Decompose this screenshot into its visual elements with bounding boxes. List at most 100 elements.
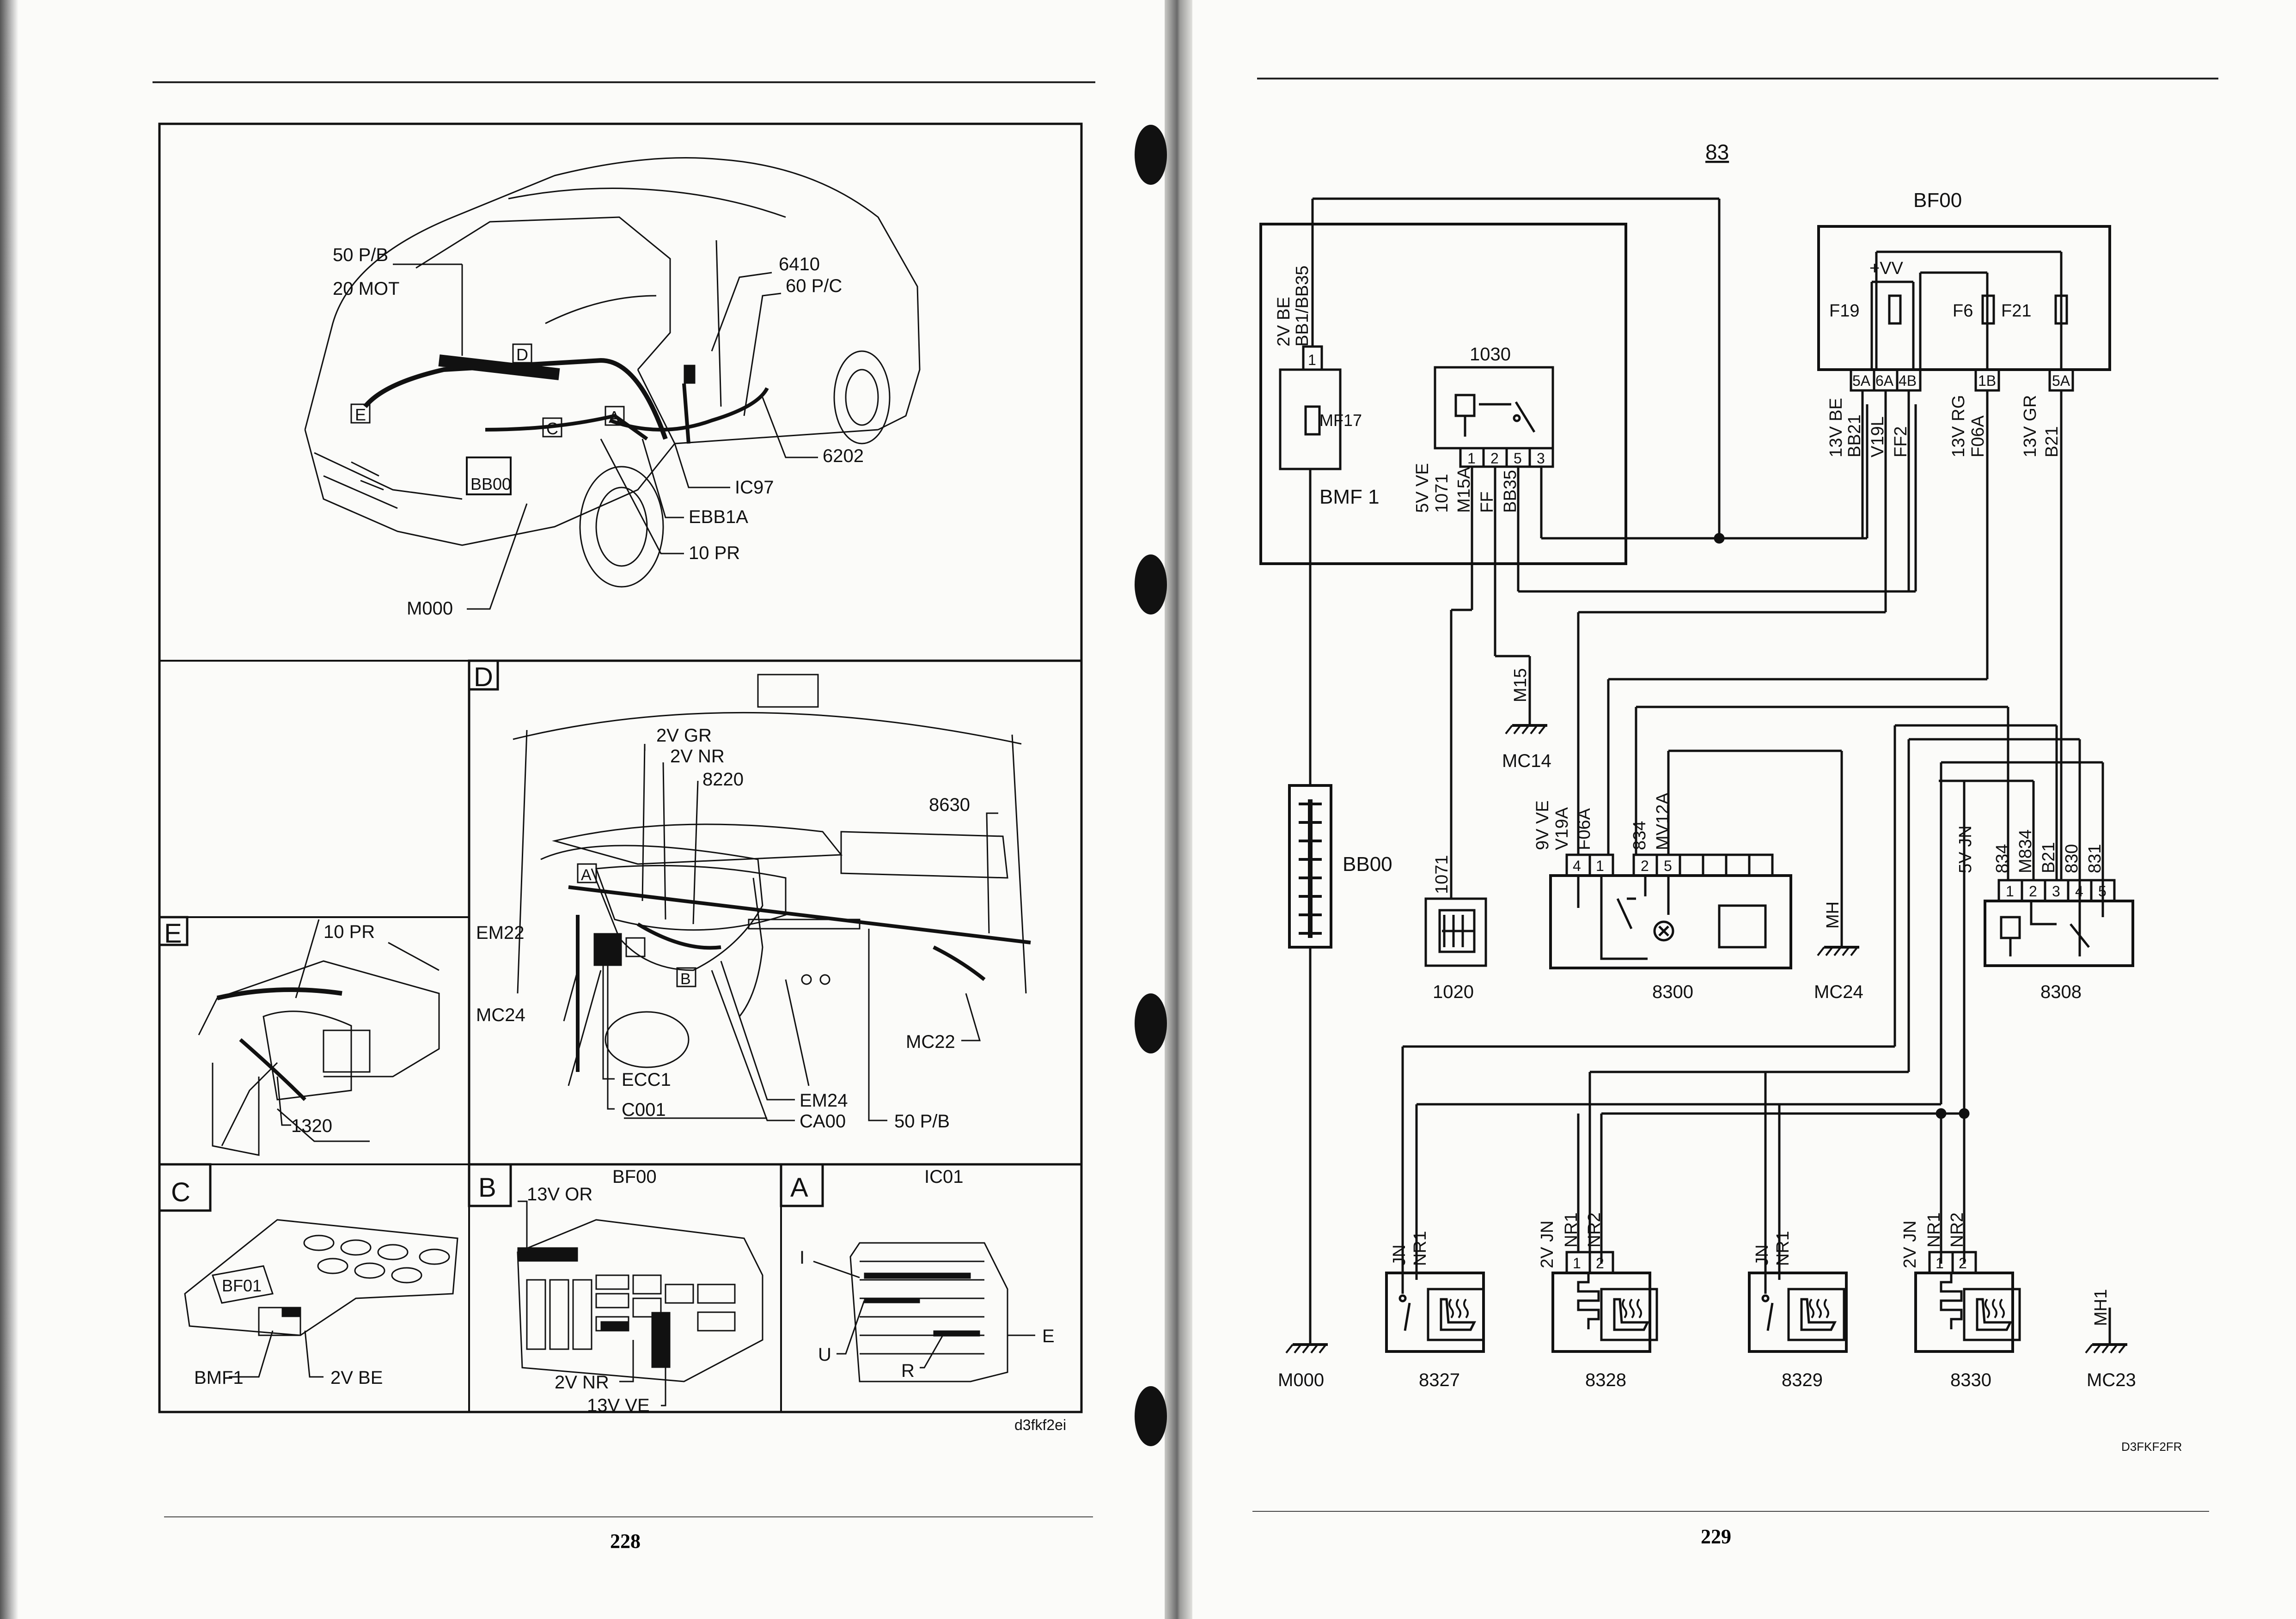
label-20mot: 20 MOT [333, 279, 399, 299]
label-6410: 6410 [779, 254, 820, 274]
wire-13v-gr: 13V GR [2021, 395, 2040, 457]
comp-8300-pin-5: 5 [1664, 858, 1672, 874]
comp-8308-wire-m834: M834 [2016, 829, 2035, 873]
marker-dash-b: B [680, 970, 691, 988]
comp-8300-pin-2: 2 [1641, 858, 1649, 874]
harness-side [609, 387, 769, 432]
relay-1030-title: 1030 [1470, 344, 1511, 365]
ground-symbols [1286, 712, 2127, 1353]
bf00-pin-6a: 6A [1875, 372, 1894, 389]
bmf1-wire-1: 2V BE [1274, 297, 1294, 347]
label-i: I [800, 1248, 805, 1268]
binder-hole-1 [1135, 125, 1167, 185]
comp-8300-pin-4: 4 [1573, 858, 1581, 874]
dashboard-illustration [468, 659, 1027, 1119]
bf00-pin-1b: 1B [1978, 372, 1996, 389]
seat-8330-wire-2v-jn: 2V JN [1900, 1221, 1920, 1268]
seat-8328-wire-nr1: NR1 [1562, 1212, 1581, 1248]
bmf1-pin: 1 [1308, 352, 1316, 368]
seat-8329-wire-jn: JN [1753, 1245, 1772, 1266]
label-8220: 8220 [702, 769, 744, 790]
ground-mh1-wire: MH1 [2091, 1289, 2111, 1326]
comp-8308-wire-830: 830 [2062, 844, 2082, 873]
label-13v-ve: 13V VE [587, 1395, 650, 1416]
harness-front [363, 358, 668, 440]
label-bf01: BF01 [222, 1276, 262, 1295]
relay-pin-2: 2 [1490, 450, 1499, 467]
seat-8330-wire-nr1: NR1 [1924, 1212, 1944, 1248]
image-code-right: D3FKF2FR [2121, 1440, 2182, 1454]
relay-pin-3: 3 [1537, 450, 1545, 467]
seat-8328-pin-1: 1 [1573, 1255, 1581, 1272]
ground-m15-wire: M15 [1511, 668, 1530, 702]
seat-8330-name: 8330 [1950, 1370, 1991, 1390]
label-mc24: MC24 [476, 1005, 525, 1025]
seat-8328-name: 8328 [1585, 1370, 1626, 1390]
wire-v19l: V19L [1868, 416, 1887, 457]
seat-8330-pin-1: 1 [1936, 1255, 1944, 1272]
comp-8308-wire-834: 834 [1993, 844, 2012, 873]
comp-8308-pin-2: 2 [2029, 883, 2037, 900]
page-number-left: 228 [610, 1530, 641, 1552]
comp-8308-pin-4: 4 [2075, 883, 2083, 900]
label-ebb1a: EBB1A [689, 507, 748, 527]
header-rule-left [153, 81, 1095, 83]
wire-13v-rg: 13V RG [1949, 395, 1968, 457]
harness-c [485, 414, 648, 441]
left-page-labels: 50 P/B 20 MOT 6410 60 P/C 6202 IC97 EBB1… [164, 245, 1066, 1433]
ground-m000: M000 [1278, 1370, 1324, 1390]
bf00-title: BF00 [1913, 189, 1962, 212]
panel-letter-b: B [478, 1173, 496, 1203]
marker-d: D [516, 345, 528, 364]
wire-b21: B21 [2042, 426, 2062, 457]
page-edge-shadow [0, 0, 18, 1619]
label-m000: M000 [407, 598, 453, 619]
relay-pin-5: 5 [1514, 450, 1522, 467]
figure-frame [158, 122, 1083, 1413]
marker-c: C [546, 419, 558, 438]
bmf1-wire-2: BB1/BB35 [1293, 266, 1312, 347]
comp-8308-name: 8308 [2040, 982, 2082, 1002]
wire-1071: 1071 [1432, 474, 1452, 513]
ground-mc23: MC23 [2087, 1370, 2136, 1390]
label-2v-gr: 2V GR [656, 725, 712, 746]
label-em24: EM24 [800, 1090, 848, 1111]
bmf1-fuse: MF17 [1319, 411, 1362, 430]
ground-mc24: MC24 [1814, 982, 1863, 1002]
fusebox-bf01-illustration [158, 1163, 458, 1336]
label-bb00: BB00 [470, 475, 511, 493]
comp-8300-wire-mv12a: MV12A [1653, 792, 1673, 850]
wire-bb35: BB35 [1501, 470, 1520, 513]
schematic-wiring [1259, 197, 2134, 1353]
comp-8308-pin-3: 3 [2052, 883, 2060, 900]
comp-8308-wire-831: 831 [2085, 844, 2105, 873]
binder-hole-4 [1135, 1386, 1167, 1446]
label-r: R [901, 1361, 915, 1381]
fuse-f19: F19 [1829, 301, 1859, 321]
comp-8308-pin-5: 5 [2098, 883, 2107, 900]
comp-8308-wire-b21: B21 [2039, 842, 2058, 873]
seat-8328-pin-2: 2 [1596, 1255, 1604, 1272]
fuse-f6: F6 [1953, 301, 1973, 321]
label-6202: 6202 [823, 446, 864, 466]
wire-5v-ve: 5V VE [1413, 463, 1432, 513]
seat-8329-name: 8329 [1782, 1370, 1823, 1390]
left-page-artwork [158, 122, 1083, 1413]
bf00-vv: +VV [1869, 259, 1904, 278]
label-8630: 8630 [929, 795, 970, 815]
label-2v-nr: 2V NR [670, 746, 725, 767]
fusebox-bf00-illustration [468, 1163, 763, 1382]
label-ic01: IC01 [924, 1167, 964, 1187]
wire-13v-be: 13V BE [1826, 398, 1846, 457]
wire-m15a: M15A [1454, 467, 1474, 513]
wire-ff: FF [1478, 492, 1497, 513]
comp-8300-wire-9v: 9V VE [1533, 800, 1552, 850]
seat-8327-wire-jn: JN [1390, 1245, 1409, 1266]
seat-8327-wire-nr1: NR1 [1411, 1231, 1430, 1266]
panel-letter-d: D [474, 662, 493, 692]
comp-1020-wire: 1071 [1432, 855, 1452, 894]
label-13v-or: 13V OR [527, 1184, 592, 1205]
schematic-labels: 83 BF00 +VV F19 F6 F21 5A 6A 4B 1B 5A BM… [1274, 140, 2182, 1454]
seat-8328-wire-2v-jn: 2V JN [1538, 1221, 1557, 1268]
